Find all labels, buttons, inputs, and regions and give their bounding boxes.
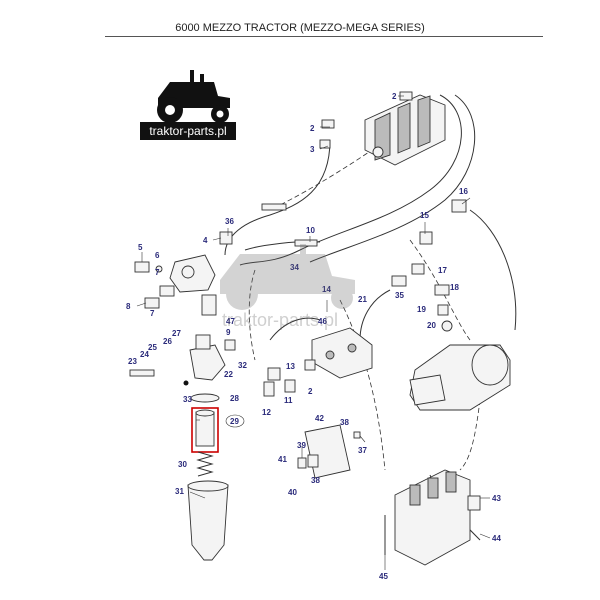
callout-23: 23 [128, 357, 137, 366]
brand-logo: traktor-parts.pl [140, 66, 236, 142]
callout-10: 10 [306, 226, 315, 235]
callout-36: 36 [225, 217, 234, 226]
hose-return [309, 94, 476, 263]
callout-21: 21 [358, 295, 367, 304]
valve-block-bottom [394, 469, 471, 566]
callout-46: 46 [318, 317, 327, 326]
callout-8: 8 [126, 302, 131, 311]
callout-22: 22 [224, 370, 233, 379]
hose-pressure [239, 94, 462, 266]
callout-27: 27 [172, 329, 181, 338]
spring-30 [196, 451, 214, 477]
route-line [409, 239, 471, 341]
callout-26: 26 [163, 337, 172, 346]
callout-29-ring [225, 414, 245, 428]
cover-plate-42 [304, 424, 351, 479]
hose-14 [269, 317, 321, 341]
callout-2: 2 [310, 124, 315, 133]
filter-head-22 [189, 344, 226, 381]
callout-labels: 2 2 3 36 4 5 6 7 8 7 10 34 14 21 46 16 1… [126, 92, 501, 581]
callout-11: 11 [284, 396, 293, 405]
callout-41: 41 [278, 455, 287, 464]
callout-39: 39 [297, 441, 306, 450]
callout-4: 4 [203, 236, 208, 245]
callout-29: 29 [230, 417, 239, 426]
filter-bowl-31 [187, 480, 229, 561]
callout-44: 44 [492, 534, 501, 543]
callout-37: 37 [358, 446, 367, 455]
page-title: 6000 MEZZO TRACTOR (MEZZO-MEGA SERIES) [175, 22, 425, 34]
callout-45: 45 [379, 572, 388, 581]
callout-17: 17 [438, 266, 447, 275]
callout-19: 19 [417, 305, 426, 314]
o-ring-28 [190, 393, 220, 403]
callout-25: 25 [148, 343, 157, 352]
tractor-icon [157, 70, 230, 123]
title-rule [105, 36, 543, 37]
callout-32: 32 [238, 361, 247, 370]
header: 6000 MEZZO TRACTOR (MEZZO-MEGA SERIES) [0, 0, 600, 40]
callout-7: 7 [155, 268, 160, 277]
callout-2: 2 [392, 92, 397, 101]
callout-31: 31 [175, 487, 184, 496]
callout-33: 33 [183, 395, 192, 404]
callout-7: 7 [150, 309, 155, 318]
callout-40: 40 [288, 488, 297, 497]
callout-35: 35 [395, 291, 404, 300]
pump-housing [169, 254, 216, 293]
callout-16: 16 [459, 187, 468, 196]
callout-9: 9 [226, 328, 231, 337]
callout-20: 20 [427, 321, 436, 330]
highlight-box [191, 407, 219, 453]
control-valve-bank [364, 94, 446, 166]
callout-15: 15 [420, 211, 429, 220]
callout-43: 43 [492, 494, 501, 503]
filter-element-29 [191, 407, 219, 453]
fittings [129, 91, 481, 511]
callout-38: 38 [340, 418, 349, 427]
callout-3: 3 [310, 145, 315, 154]
callout-12: 12 [262, 408, 271, 417]
callout-28: 28 [230, 394, 239, 403]
brand-text: traktor-parts.pl [140, 122, 236, 140]
callout-47: 47 [226, 317, 235, 326]
callout-14: 14 [322, 285, 331, 294]
callout-38: 38 [311, 476, 320, 485]
callout-5: 5 [138, 243, 143, 252]
callout-2: 2 [308, 387, 313, 396]
callout-24: 24 [140, 350, 149, 359]
hose-3 [224, 139, 331, 256]
route-line [248, 269, 256, 361]
callout-13: 13 [286, 362, 295, 371]
leader-lines [136, 95, 491, 570]
spool-valve [311, 327, 373, 379]
callout-18: 18 [450, 283, 459, 292]
callout-30: 30 [178, 460, 187, 469]
callout-42: 42 [315, 414, 324, 423]
hose-21 [359, 289, 391, 341]
route-line [339, 299, 386, 471]
hose-16 [469, 209, 517, 331]
route-line [459, 399, 481, 471]
callout-34: 34 [290, 263, 299, 272]
hydraulic-motor [409, 344, 511, 411]
callout-6: 6 [155, 251, 160, 260]
